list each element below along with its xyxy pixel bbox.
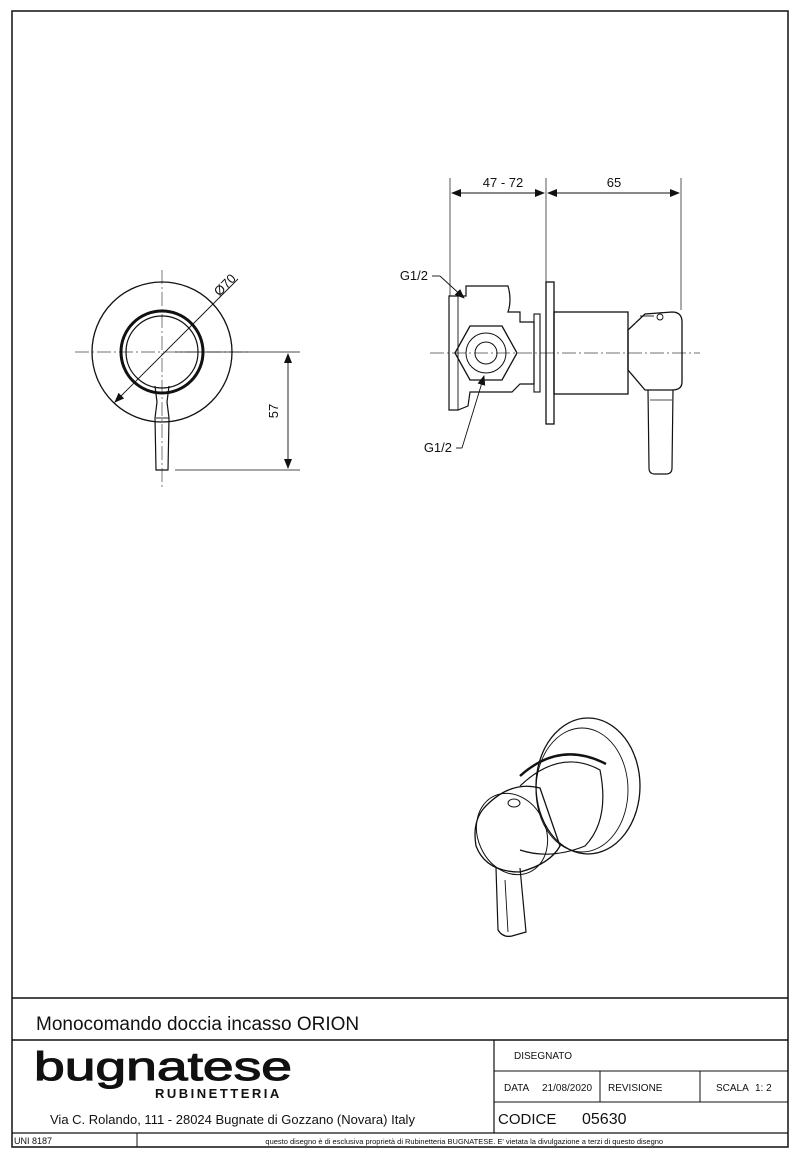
knob-cap	[627, 311, 683, 391]
front-view: Ø70 57	[75, 270, 300, 490]
codice-label: CODICE	[498, 1111, 556, 1128]
lever-front	[154, 385, 170, 471]
thread-bottom-label: G1/2	[424, 440, 452, 455]
height-label: 57	[266, 404, 281, 418]
revisione-label: REVISIONE	[608, 1083, 663, 1094]
lever-side	[647, 389, 674, 475]
title-block: Monocomando doccia incasso ORION bugnate…	[12, 997, 788, 1147]
data-label: DATA	[504, 1083, 530, 1094]
brand-subtitle: RUBINETTERIA	[155, 1086, 282, 1101]
isometric-view	[474, 717, 641, 937]
valve-body	[448, 285, 535, 411]
diameter-label: Ø70	[211, 271, 239, 299]
scala-label: SCALA	[716, 1083, 749, 1094]
data-value: 21/08/2020	[542, 1083, 592, 1094]
iso-rosette	[535, 717, 641, 855]
disclaimer-right: Rubinetteria BUGNATESE. E' vietata la di…	[405, 1137, 663, 1146]
iso-lever	[495, 867, 527, 937]
codice-value: 05630	[582, 1111, 627, 1128]
product-title: Monocomando doccia incasso ORION	[36, 1014, 359, 1035]
disclaimer-left: questo disegno è di esclusiva proprietà …	[265, 1137, 403, 1146]
depth-range-label: 47 - 72	[483, 175, 523, 190]
company-address: Via C. Rolando, 111 - 28024 Bugnate di G…	[50, 1112, 415, 1127]
iso-body	[519, 761, 604, 855]
drawing-frame	[11, 10, 789, 1148]
norm-label: UNI 8187	[14, 1136, 52, 1146]
thread-top-label: G1/2	[400, 268, 428, 283]
brand-logo: bugnatese	[34, 1045, 292, 1089]
disegnato-label: DISEGNATO	[514, 1051, 572, 1062]
hex-nut	[454, 325, 518, 381]
side-view: 47 - 72 65 G1/2 G1/2	[400, 175, 700, 475]
length-label: 65	[607, 175, 621, 190]
scala-value: 1: 2	[755, 1083, 772, 1094]
